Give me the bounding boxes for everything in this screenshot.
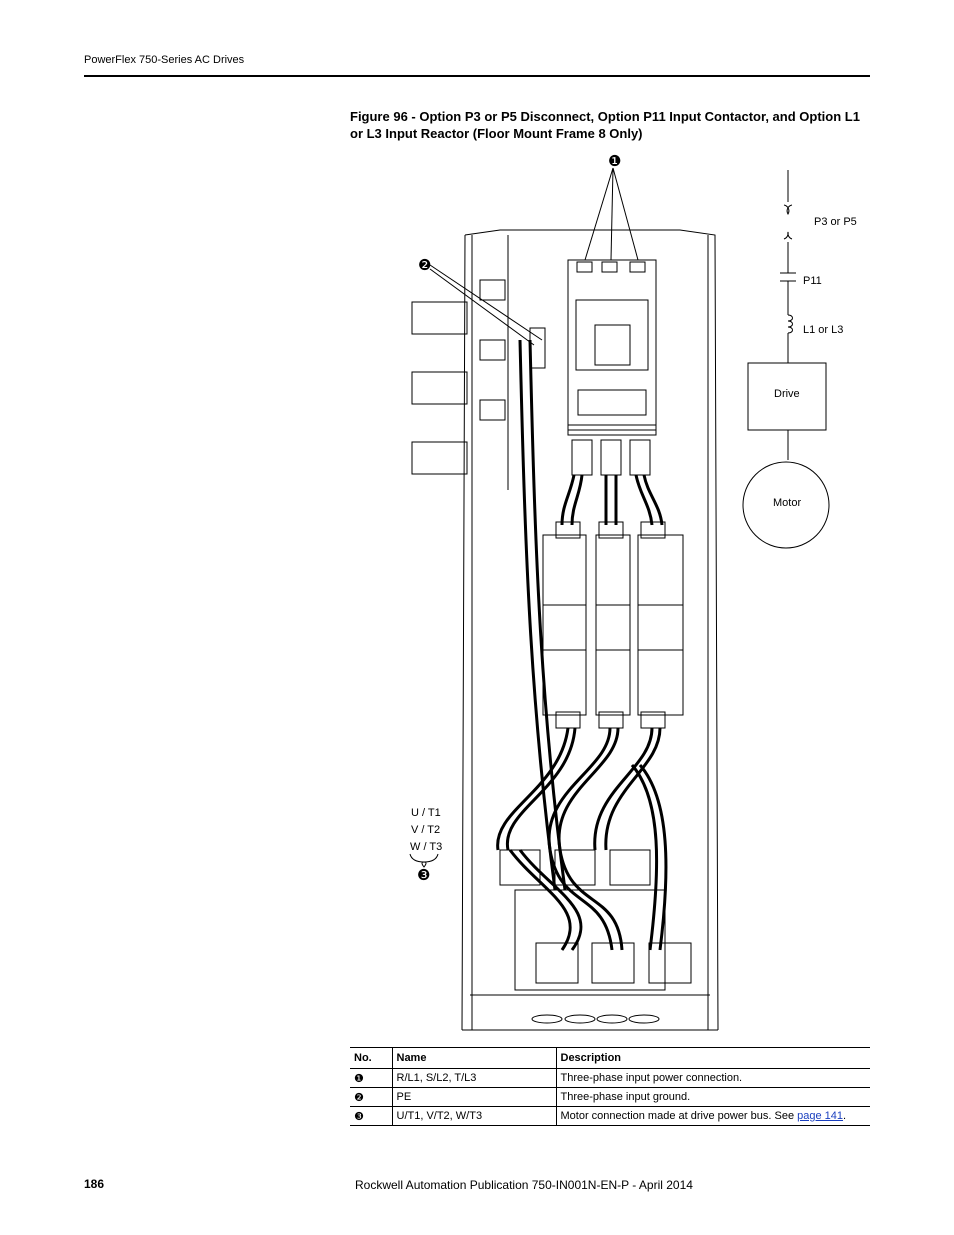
motor-label-u: U / T1	[411, 807, 441, 819]
motor-label-w: W / T3	[410, 841, 442, 853]
row-no: ❸	[350, 1106, 392, 1126]
cabinet-outline	[461, 229, 719, 1031]
figure-caption: Figure 96 - Option P3 or P5 Disconnect, …	[350, 109, 860, 141]
col-header-description: Description	[555, 1047, 870, 1069]
page-link[interactable]: page 141	[797, 1110, 844, 1122]
table-header-row: No. Name Description	[350, 1047, 870, 1069]
callout-2: ❷	[418, 257, 431, 274]
reactor-coil-1	[542, 534, 587, 716]
disconnect-body	[567, 259, 657, 431]
callout-1: ❶	[608, 153, 621, 170]
label-reactor: L1 or L3	[803, 324, 843, 336]
pe-terminal	[529, 327, 546, 369]
table-row: ❸ U/T1, V/T2, W/T3 Motor connection made…	[350, 1106, 870, 1126]
col-header-no: No.	[350, 1047, 392, 1069]
row-name: PE	[391, 1087, 556, 1107]
disconnect-symbol	[783, 204, 793, 215]
row-no: ❶	[350, 1068, 392, 1088]
row-name: R/L1, S/L2, T/L3	[391, 1068, 556, 1088]
reactor-symbol	[787, 314, 793, 334]
reactor-coil-3	[637, 534, 684, 716]
label-motor: Motor	[773, 497, 801, 509]
header-rule	[84, 75, 870, 77]
input-busbar-2	[411, 371, 468, 405]
running-header: PowerFlex 750-Series AC Drives	[84, 54, 245, 66]
output-terminal-w	[609, 849, 651, 886]
output-terminal-u	[499, 849, 541, 886]
output-terminal-v	[554, 849, 596, 886]
row-description: Motor connection made at drive power bus…	[555, 1106, 870, 1126]
motor-label-v: V / T2	[411, 824, 440, 836]
row-description: Three-phase input power connection.	[555, 1068, 870, 1088]
table-row: ❷ PE Three-phase input ground.	[350, 1087, 870, 1107]
publication-footer: Rockwell Automation Publication 750-IN00…	[355, 1178, 693, 1192]
label-disconnect: P3 or P5	[814, 216, 857, 228]
reactor-coil-2	[595, 534, 631, 716]
page-number: 186	[84, 1177, 105, 1191]
input-busbar-3	[411, 441, 468, 475]
callout-table: No. Name Description ❶ R/L1, S/L2, T/L3 …	[350, 1047, 870, 1126]
col-header-name: Name	[391, 1047, 556, 1069]
drive-box	[747, 362, 827, 431]
motor-circle	[742, 461, 830, 549]
row-no: ❷	[350, 1087, 392, 1107]
description-text: Motor connection made at drive power bus…	[560, 1110, 798, 1122]
callout-3: ❸	[417, 867, 430, 884]
row-name: U/T1, V/T2, W/T3	[391, 1106, 556, 1126]
label-drive: Drive	[774, 388, 800, 400]
cabinet-drawing: ❶ ❷ U / T1 V / T2 W / T3 ❸ P3 or P5 P11 …	[409, 153, 857, 1031]
table-row: ❶ R/L1, S/L2, T/L3 Three-phase input pow…	[350, 1068, 870, 1088]
input-busbar-1	[411, 301, 468, 335]
description-end: .	[843, 1110, 847, 1122]
row-description: Three-phase input ground.	[555, 1087, 870, 1107]
label-contactor: P11	[803, 275, 822, 287]
